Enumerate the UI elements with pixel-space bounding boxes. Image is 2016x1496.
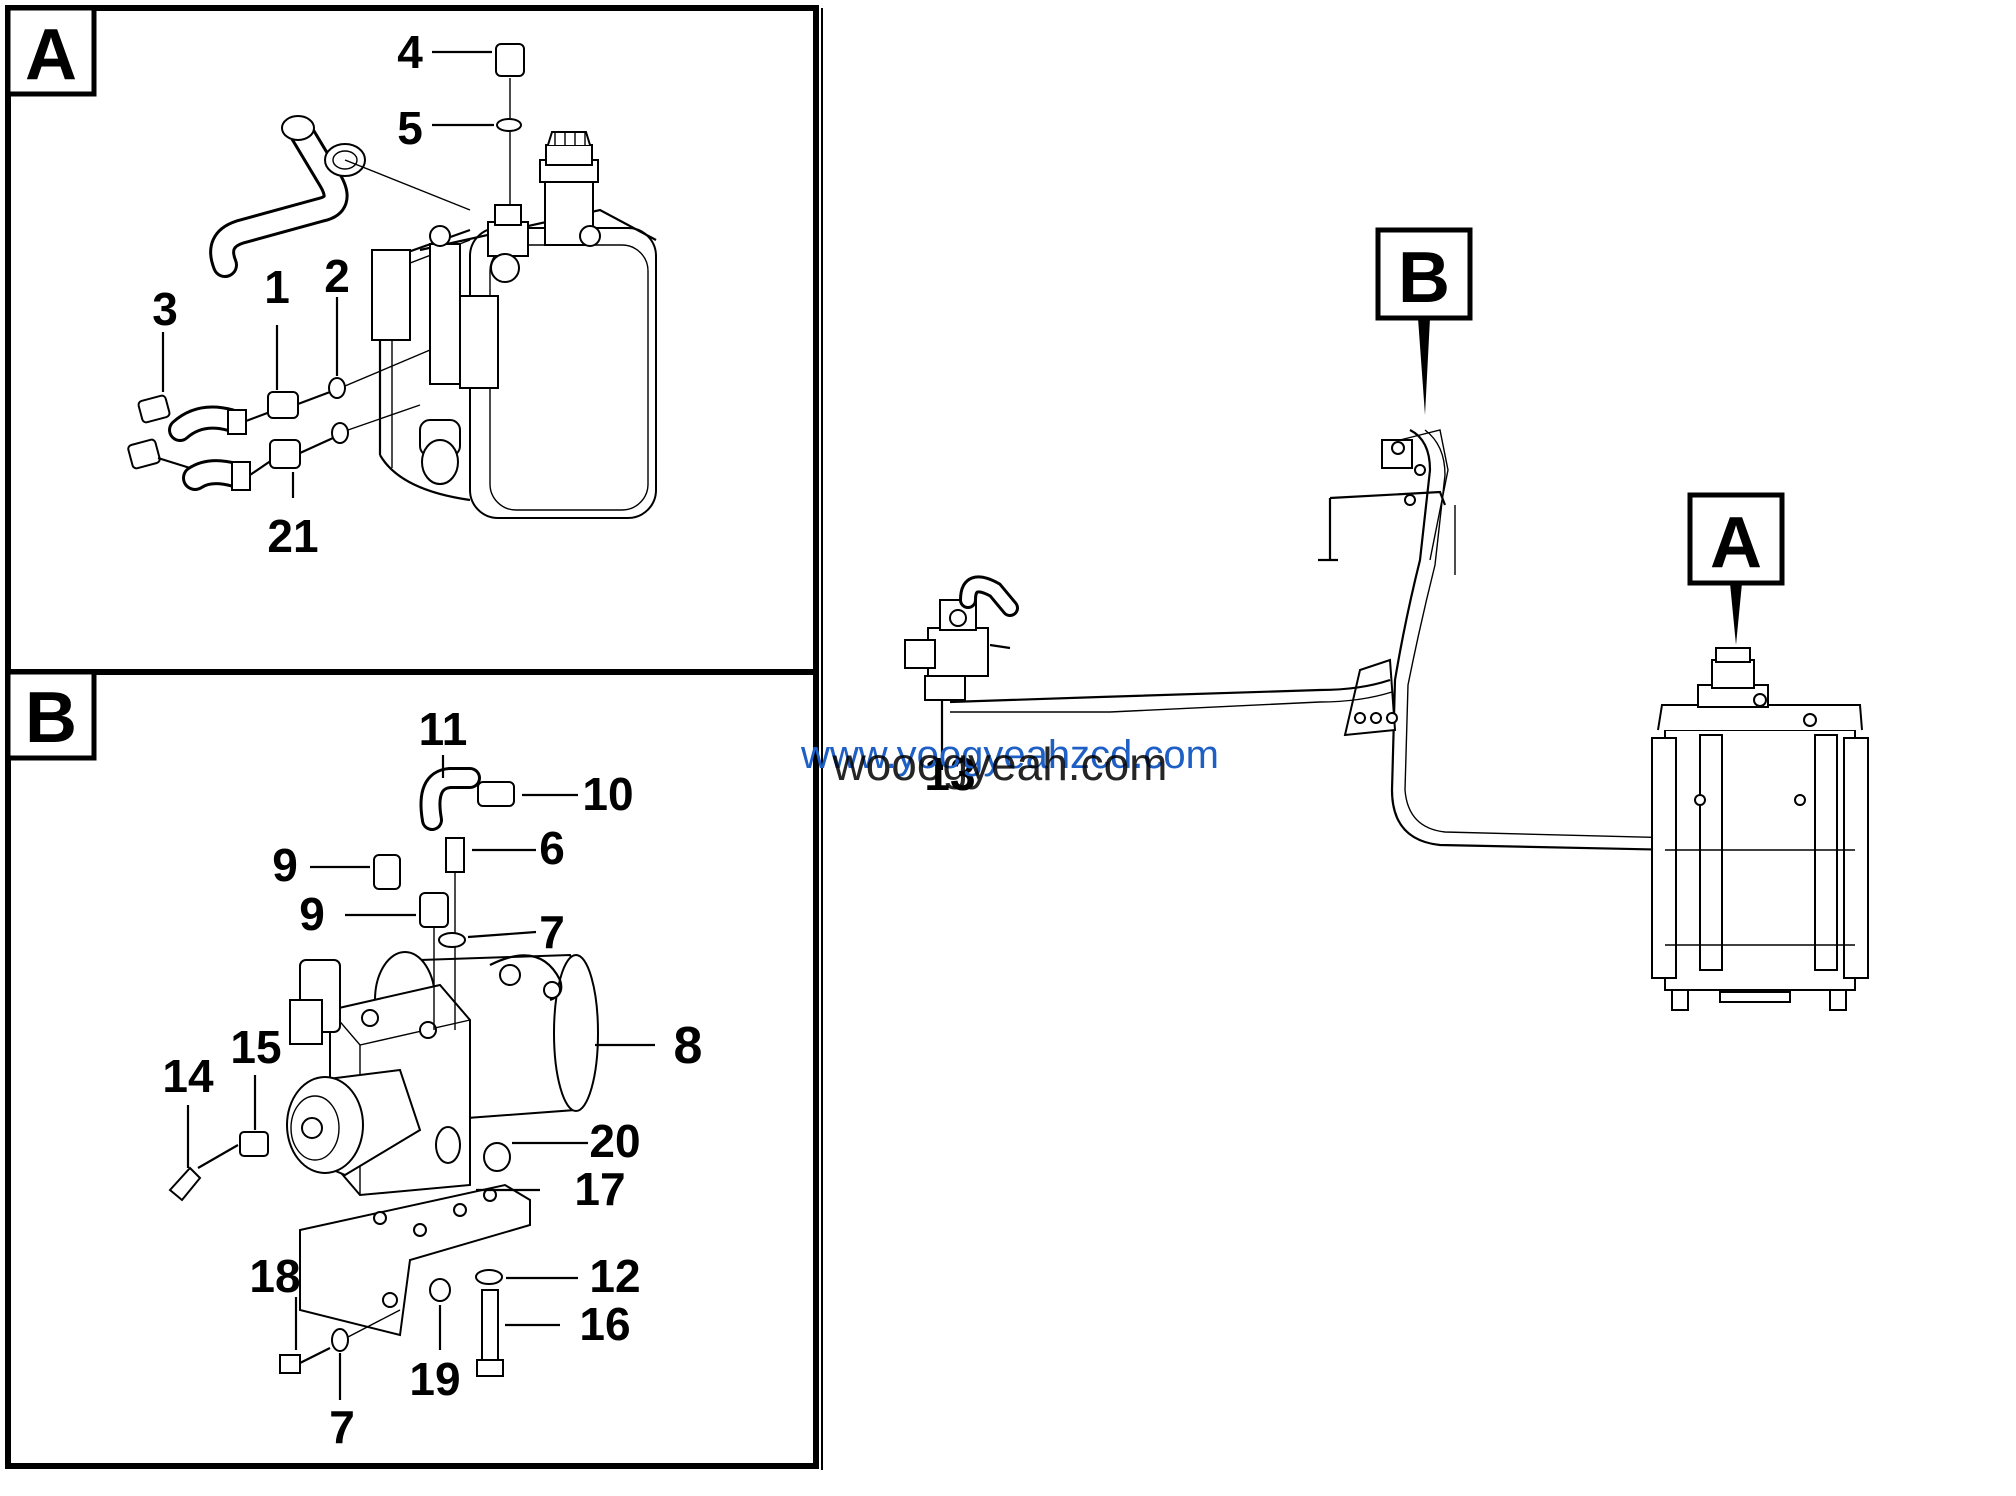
plug-9b bbox=[419, 892, 449, 928]
bolt-16 bbox=[481, 1289, 499, 1363]
washer-7a bbox=[438, 932, 466, 948]
callout-3: 3 bbox=[152, 283, 178, 335]
tag-b-box bbox=[1375, 227, 1473, 321]
bolt-6 bbox=[445, 837, 465, 873]
callout-4: 4 bbox=[397, 26, 423, 78]
callout-14: 14 bbox=[162, 1050, 214, 1102]
callout-10: 10 bbox=[582, 768, 633, 820]
battery-compartment bbox=[1651, 647, 1869, 1011]
plug-9a bbox=[373, 854, 401, 890]
watermark-blue: www.yoogyeahzcd.com bbox=[800, 733, 1219, 777]
callout-19: 19 bbox=[409, 1353, 460, 1405]
plug-20 bbox=[483, 1142, 511, 1172]
callout-8: 8 bbox=[674, 1017, 703, 1075]
fitting-elbow-11 bbox=[419, 767, 481, 831]
hydraulic-power-unit bbox=[286, 951, 599, 1337]
callout-9-lower: 9 bbox=[299, 888, 325, 940]
hydraulic-tank bbox=[371, 131, 657, 519]
callout-16: 16 bbox=[579, 1298, 630, 1350]
fittings-lower bbox=[127, 404, 421, 491]
overview-callout-13: 13 bbox=[924, 748, 975, 800]
callout-21: 21 bbox=[267, 510, 318, 562]
callout-18: 18 bbox=[249, 1250, 300, 1302]
callout-7-upper: 7 bbox=[539, 906, 565, 958]
nut-19 bbox=[429, 1278, 451, 1302]
tag-a-box bbox=[1687, 492, 1785, 586]
sensor-14 bbox=[168, 1131, 269, 1202]
control-valve bbox=[904, 575, 1019, 770]
callout-2: 2 bbox=[324, 250, 350, 302]
panel-b: B bbox=[5, 8, 823, 1470]
fitting-10 bbox=[477, 781, 515, 807]
callout-12: 12 bbox=[589, 1250, 640, 1302]
callout-15: 15 bbox=[230, 1021, 281, 1073]
fittings-upper bbox=[137, 349, 431, 442]
panel-a: A bbox=[5, 5, 819, 675]
breather-plug bbox=[495, 43, 525, 77]
machine-overview: B A bbox=[904, 227, 1869, 1011]
callout-17: 17 bbox=[574, 1163, 625, 1215]
panel-a-letter: A bbox=[25, 15, 77, 95]
callout-6: 6 bbox=[539, 822, 565, 874]
callout-7-lower: 7 bbox=[329, 1401, 355, 1453]
callout-1: 1 bbox=[264, 261, 290, 313]
washer-12 bbox=[475, 1269, 503, 1285]
callout-20: 20 bbox=[589, 1115, 640, 1167]
watermark-black: wooogyeah.com bbox=[832, 738, 1168, 790]
callout-5: 5 bbox=[397, 102, 423, 154]
callout-9-upper: 9 bbox=[272, 839, 298, 891]
tag-b-letter: B bbox=[1398, 238, 1450, 318]
panel-b-letter: B bbox=[25, 678, 77, 758]
bolt-18 bbox=[279, 1309, 401, 1374]
callout-11: 11 bbox=[419, 703, 468, 755]
tag-a-letter: A bbox=[1710, 503, 1762, 583]
washer-7b bbox=[331, 1328, 349, 1352]
